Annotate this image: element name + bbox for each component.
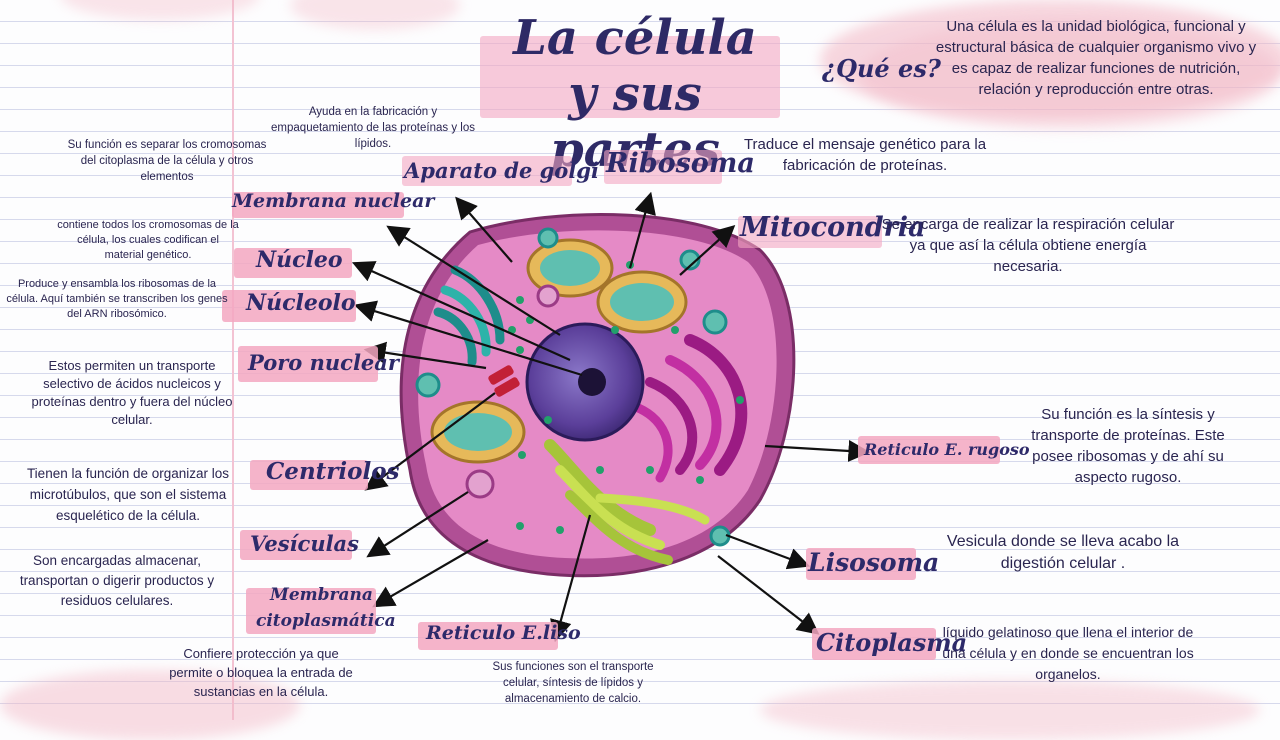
citoplasma-desc: líquido gelatinoso que llena el interior… bbox=[942, 624, 1194, 682]
membrana-nuclear-desc: Su función es separar los cromosomas del… bbox=[67, 139, 267, 183]
vesicles-shape bbox=[415, 227, 731, 547]
ribosoma-desc: Traduce el mensaje genético para la fabr… bbox=[743, 136, 987, 174]
notebook-margin-line bbox=[232, 0, 234, 720]
reticulo-liso-label: Reticulo E.liso bbox=[426, 622, 581, 644]
mitocondria-highlight bbox=[738, 216, 882, 248]
poro-nuclear-desc: Estos permiten un transporte selectivo d… bbox=[31, 358, 233, 427]
lisosoma-highlight bbox=[806, 548, 916, 580]
mitochondria-shape bbox=[430, 238, 688, 464]
que-es-label: ¿Qué es? bbox=[822, 54, 941, 83]
nucleo-desc: contiene todos los cromosomas de la célu… bbox=[57, 219, 239, 261]
mitocondria-desc: Se encarga de realizar la respiración ce… bbox=[881, 216, 1175, 275]
title-line-1: La célula bbox=[513, 10, 757, 66]
nucleo-highlight bbox=[234, 248, 352, 278]
centriolos-highlight bbox=[250, 460, 368, 490]
membrana-citoplasmatica-label-2: citoplasmática bbox=[256, 611, 396, 631]
pink-watercolor-top-right bbox=[820, 0, 1280, 120]
reticulo-rugoso-highlight bbox=[858, 436, 1000, 464]
nucleolo-desc: Produce y ensambla los ribosomas de la c… bbox=[6, 278, 228, 320]
membrana-citoplasmatica-label-1: Membrana bbox=[270, 585, 373, 605]
citoplasma-label: Citoplasma bbox=[816, 628, 968, 657]
poro-nuclear-highlight bbox=[238, 346, 378, 382]
nucleolus-shape bbox=[578, 368, 606, 396]
vesiculas-label: Vesículas bbox=[250, 531, 359, 556]
centriole-shape bbox=[488, 365, 520, 397]
golgi-label: Aparato de golgi bbox=[404, 158, 599, 183]
reticulo-liso-desc: Sus funciones son el transporte celular,… bbox=[492, 661, 654, 705]
centriolos-label: Centriolos bbox=[266, 458, 400, 485]
reticulo-rugoso-desc: Su función es la síntesis y transporte d… bbox=[1031, 406, 1225, 486]
cell-diagram bbox=[351, 191, 871, 643]
pink-watercolor-top-right-2 bbox=[860, 20, 1280, 130]
pink-watercolor-top-left bbox=[60, 0, 260, 20]
reticulo-rugoso-label: Reticulo E. rugoso bbox=[864, 440, 1030, 459]
ribosoma-highlight bbox=[604, 150, 722, 184]
citoplasma-highlight bbox=[812, 628, 936, 660]
reticulo-liso-highlight bbox=[418, 622, 558, 650]
nucleo-label: Núcleo bbox=[256, 247, 343, 273]
golgi-highlight bbox=[402, 156, 572, 186]
mitocondria-label: Mitocondria bbox=[740, 212, 926, 243]
centriolos-desc: Tienen la función de organizar los micro… bbox=[26, 466, 230, 523]
membrana-citoplasmatica-highlight bbox=[246, 588, 376, 634]
nucleolo-highlight bbox=[222, 290, 356, 322]
que-es-text: Una célula es la unidad biológica, funci… bbox=[935, 18, 1257, 98]
nucleolo-label: Núcleolo bbox=[246, 290, 356, 316]
rough-er-shape bbox=[625, 334, 748, 483]
poro-nuclear-label: Poro nuclear bbox=[248, 350, 399, 375]
smooth-er-shape bbox=[544, 439, 710, 565]
lisosoma-label: Lisosoma bbox=[808, 548, 940, 577]
vesiculas-desc: Son encargadas almacenar, transportan o … bbox=[19, 553, 215, 608]
vesiculas-highlight bbox=[240, 530, 352, 560]
membrana-nuclear-highlight bbox=[232, 192, 404, 218]
lisosoma-desc: Vesicula donde se lleva acabo la digesti… bbox=[946, 533, 1180, 572]
ribosoma-label: Ribosoma bbox=[606, 148, 755, 179]
pointer-arrows bbox=[351, 191, 871, 643]
title-highlight bbox=[480, 36, 780, 118]
membrana-nuclear-label: Membrana nuclear bbox=[232, 190, 435, 212]
membrana-citoplasmatica-desc: Confiere protección ya que permite o blo… bbox=[169, 646, 353, 699]
golgi-desc: Ayuda en la fabricación y empaquetamient… bbox=[271, 106, 475, 150]
